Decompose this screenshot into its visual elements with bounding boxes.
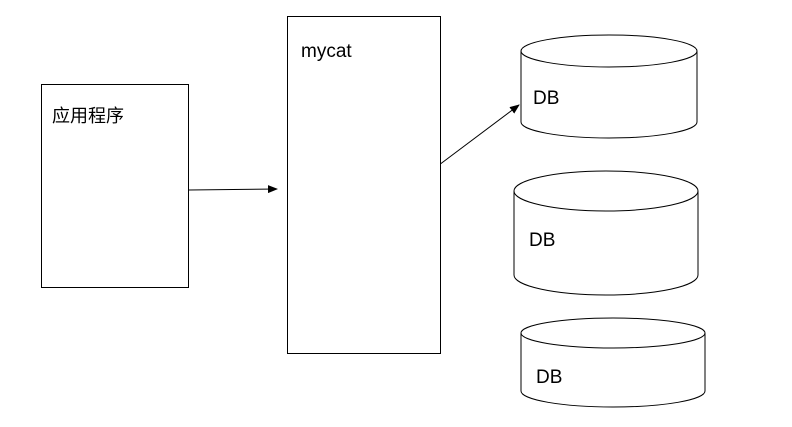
db-label-2: DB xyxy=(529,230,555,251)
database-cylinder-3: DB xyxy=(520,317,706,408)
arrow-app-to-mycat xyxy=(188,185,278,194)
mycat-label: mycat xyxy=(301,41,352,62)
arrow-mycat-to-db xyxy=(438,104,520,166)
database-cylinder-1: DB xyxy=(520,34,698,139)
db-label-3: DB xyxy=(536,367,562,388)
application-label: 应用程序 xyxy=(52,106,124,127)
db-label-1: DB xyxy=(533,88,559,109)
mycat-box: mycat xyxy=(287,16,441,354)
database-cylinder-2: DB xyxy=(513,170,699,296)
application-box: 应用程序 xyxy=(41,84,189,288)
